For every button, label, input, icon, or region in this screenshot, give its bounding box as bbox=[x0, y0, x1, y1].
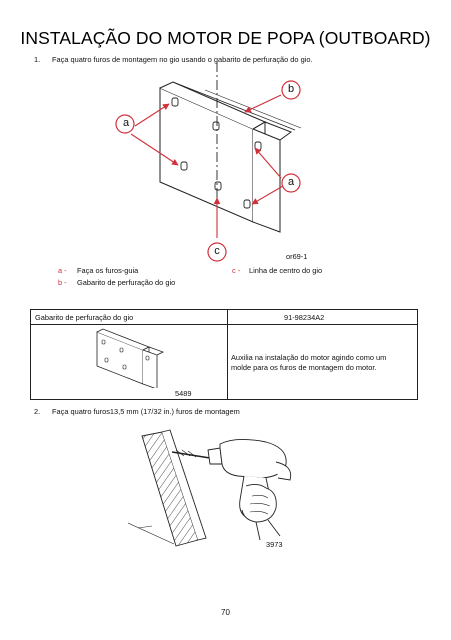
tool-image-ref: 5489 bbox=[175, 389, 192, 398]
figure2-ref: 3973 bbox=[266, 540, 283, 549]
figure1-ref: or69-1 bbox=[286, 252, 308, 261]
legend-c-text: Linha de centro do gio bbox=[249, 266, 323, 275]
page-title: INSTALAÇÃO DO MOTOR DE POPA (OUTBOARD) bbox=[20, 28, 431, 48]
callout-b-label: b bbox=[287, 83, 295, 95]
transom bbox=[128, 429, 207, 547]
tool-table: Gabarito de perfuração do gio 91-98234A2… bbox=[30, 309, 418, 400]
tool-part-number: 91-98234A2 bbox=[284, 313, 325, 322]
legend-a-key: a - bbox=[58, 266, 67, 275]
callout-a-top-label: a bbox=[122, 117, 130, 129]
tool-description-2: molde para os furos de montagem do motor… bbox=[231, 363, 377, 372]
step-text: Faça quatro furos13,5 mm (17/32 in.) fur… bbox=[52, 407, 240, 416]
callout-a-right bbox=[281, 173, 301, 193]
page-number: 70 bbox=[221, 608, 230, 617]
template-illustration bbox=[115, 62, 302, 262]
step-1: 1. Faça quatro furos de montagem no gio … bbox=[34, 55, 434, 65]
callout-c-label: c bbox=[214, 245, 220, 257]
step-number: 1. bbox=[34, 55, 41, 64]
legend-c-key: c - bbox=[232, 266, 241, 275]
step-2: 2. Faça quatro furos13,5 mm (17/32 in.) … bbox=[34, 407, 434, 417]
step-text: Faça quatro furos de montagem no gio usa… bbox=[52, 55, 313, 64]
callout-a-top bbox=[115, 114, 135, 134]
callout-a-right-label: a bbox=[287, 176, 295, 188]
callout-b bbox=[281, 80, 301, 100]
template-plate bbox=[159, 81, 302, 233]
callout-c bbox=[207, 242, 227, 262]
table-divider bbox=[227, 310, 228, 399]
drill-bit bbox=[171, 451, 211, 459]
tool-description-1: Auxilia na instalação do motor agindo co… bbox=[231, 353, 387, 362]
tool-name: Gabarito de perfuração do gio bbox=[35, 313, 134, 322]
tool-table-header bbox=[31, 310, 417, 325]
legend-a-text: Faça os furos-guia bbox=[77, 266, 139, 275]
hand bbox=[241, 483, 281, 541]
step-number: 2. bbox=[34, 407, 41, 416]
legend-b-text: Gabarito de perfuração do gio bbox=[77, 278, 176, 287]
drilling-illustration bbox=[128, 429, 292, 547]
legend-b-key: b - bbox=[58, 278, 67, 287]
tool-thumbnail bbox=[96, 328, 165, 388]
